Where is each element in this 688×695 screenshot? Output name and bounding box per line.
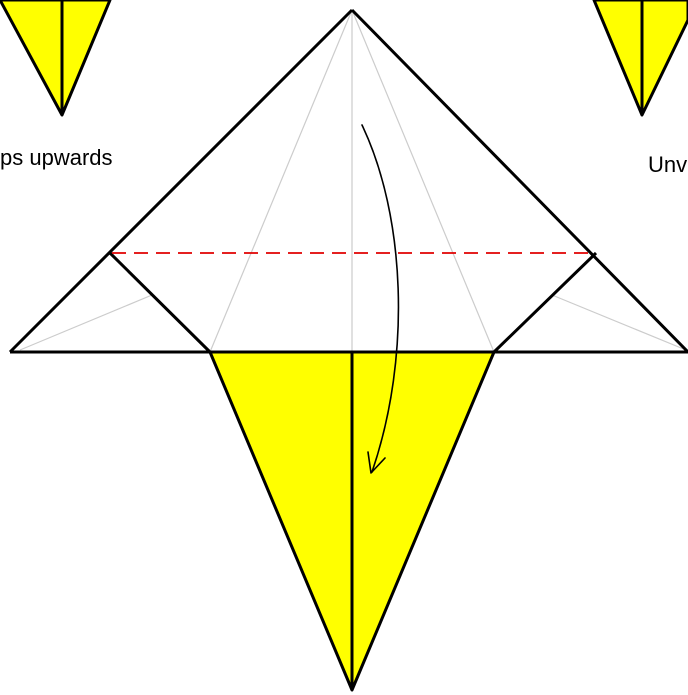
crease-right bbox=[351, 9, 495, 353]
crease-left-flap bbox=[19, 294, 153, 351]
fold-arrow-curve bbox=[361, 124, 400, 473]
previous-step-yellow-point bbox=[0, 0, 112, 117]
fold-arrow bbox=[361, 124, 400, 474]
left-flap-edge bbox=[108, 251, 212, 354]
lower-band bbox=[10, 253, 688, 352]
crease-left bbox=[209, 9, 353, 353]
upper-triangle bbox=[110, 10, 596, 253]
fold-arrow-head bbox=[367, 451, 386, 474]
previous-step-caption: ps upwards bbox=[0, 145, 113, 170]
next-step-caption: Unv bbox=[648, 152, 687, 177]
right-flap-edge bbox=[492, 251, 598, 354]
crease-lines bbox=[19, 9, 687, 353]
outline-right-edge bbox=[350, 8, 688, 354]
outline-left-edge bbox=[8, 8, 354, 354]
previous-step-figure bbox=[0, 0, 112, 117]
main-paper-white bbox=[8, 8, 688, 354]
next-step-figure bbox=[592, 0, 688, 117]
yellow-flap bbox=[208, 350, 496, 692]
crease-right-flap bbox=[551, 294, 687, 351]
